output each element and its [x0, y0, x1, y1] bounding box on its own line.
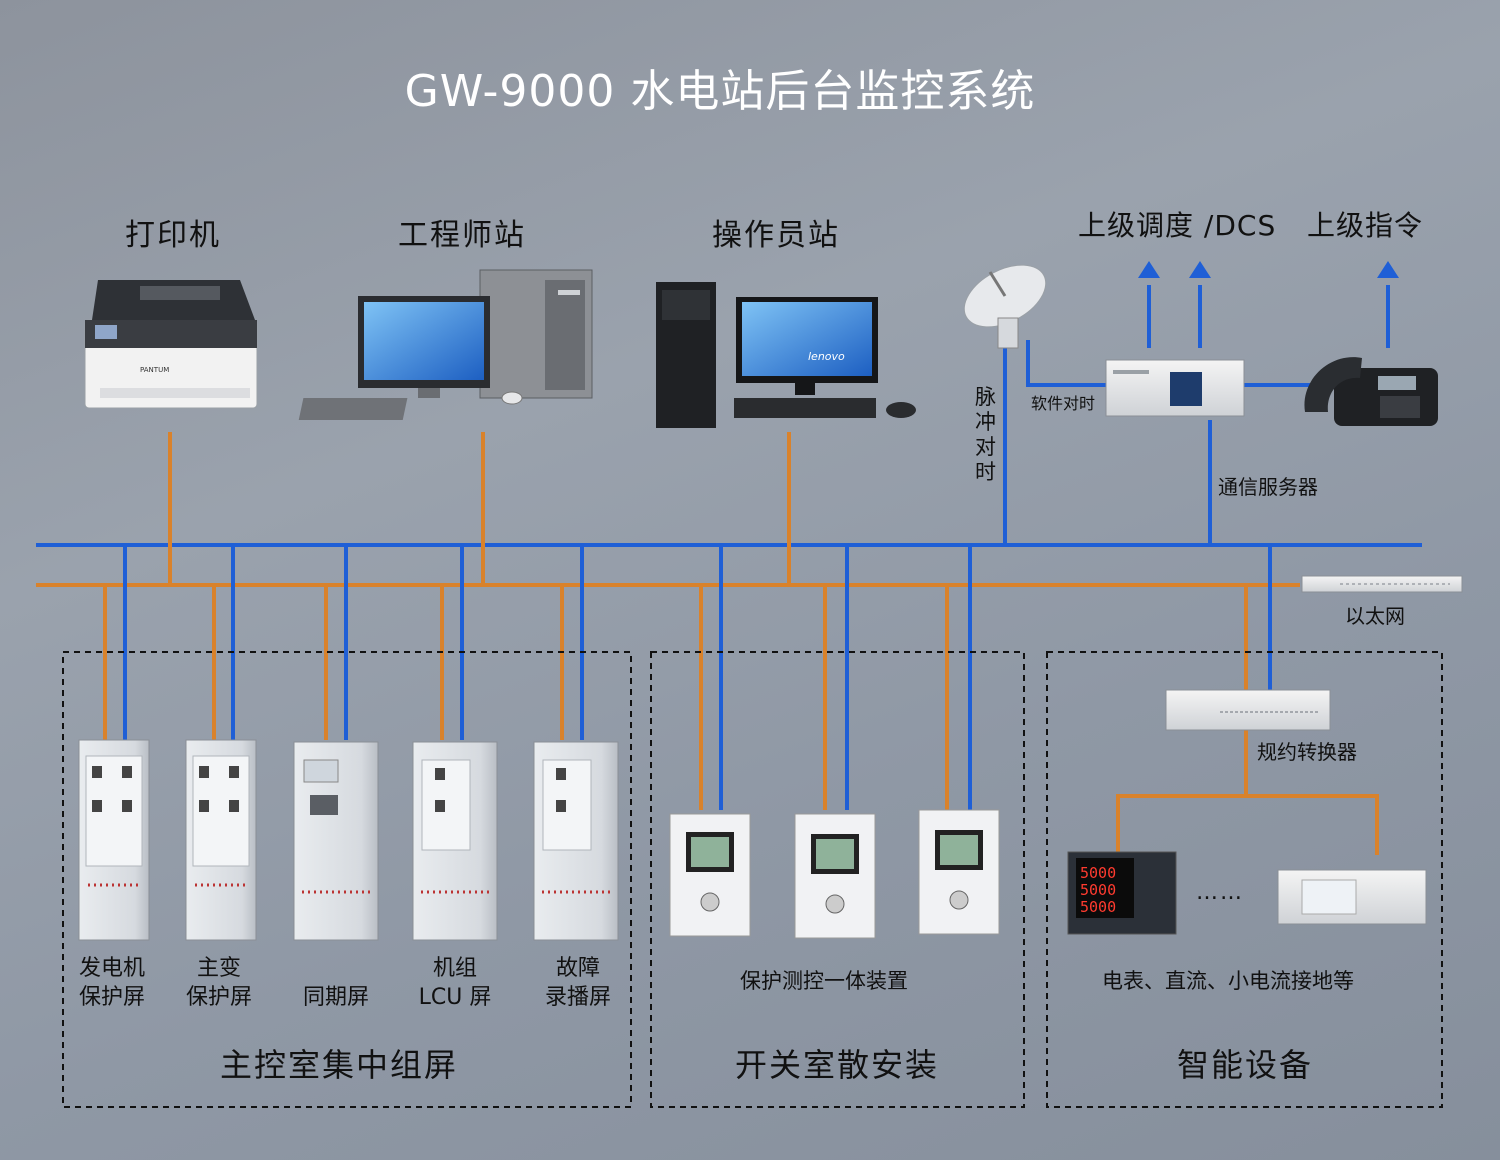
operator-station-label: 操作员站 [712, 218, 840, 253]
panel-label-line2: LCU 屏 [418, 985, 492, 1010]
panel-label-line1: 机组 [432, 956, 477, 981]
panel-label-sync: 同期屏 [294, 954, 378, 1012]
protection-device-label: 保护测控一体装置 [740, 969, 908, 993]
panel-label-generator: 发电机 保护屏 [70, 954, 154, 1012]
panel-label-line1: 发电机 [78, 956, 145, 981]
smart-device-box [1046, 651, 1443, 1108]
switch-room-group-label: 开关室散安装 [735, 1046, 940, 1084]
printer-icon: PANTUM [84, 280, 258, 409]
smart-devices-label: 电表、直流、小电流接地等 [1102, 969, 1354, 993]
dc-device-icon [1277, 869, 1427, 925]
dispatch-label: 上级调度 /DCS [1078, 209, 1277, 242]
panel-label-line1: 故障 [555, 956, 600, 981]
unit-lcu-cabinet [412, 741, 498, 941]
panel-label-line2: 保护屏 [185, 985, 252, 1010]
engineer-workstation-icon [298, 269, 593, 420]
operator-workstation-icon: lenovo [656, 282, 916, 428]
ethernet-label: 以太网 [1345, 604, 1405, 628]
printer-brand-text: PANTUM [140, 366, 169, 374]
panel-label-line1 [294, 954, 378, 983]
panel-label-recorder: 故障 录播屏 [536, 954, 620, 1012]
synchronization-cabinet [293, 741, 379, 941]
meter-reading-3: 5000 [1080, 898, 1116, 916]
panel-label-line2: 同期屏 [302, 985, 369, 1010]
protocol-converter-icon [1165, 689, 1331, 731]
software-sync-label: 软件对时 [1031, 394, 1096, 413]
protection-control-unit-2 [794, 813, 876, 939]
panel-label-line1: 主变 [196, 956, 241, 981]
switch-room-box [650, 651, 1025, 1108]
top-orange-links [168, 432, 791, 585]
device-ellipsis: …… [1196, 880, 1244, 905]
comm-server-icon [1105, 359, 1245, 417]
satellite-dish-icon [963, 264, 1047, 349]
up-arrows [1138, 261, 1399, 278]
ethernet-switch-icon [1301, 575, 1463, 593]
meter-reading-1: 5000 [1080, 864, 1116, 882]
protocol-converter-label: 规约转换器 [1257, 740, 1357, 764]
protection-control-unit-3 [918, 809, 1000, 935]
protection-control-unit-1 [669, 813, 751, 937]
panel-label-line2: 录播屏 [544, 985, 611, 1010]
generator-protection-cabinet [78, 739, 150, 941]
device-drops [103, 545, 1379, 855]
printer-label: 打印机 [125, 218, 221, 253]
main-control-group-label: 主控室集中组屏 [220, 1046, 459, 1084]
panel-label-line2: 保护屏 [78, 985, 145, 1010]
command-label: 上级指令 [1307, 209, 1424, 242]
page-title: GW-9000 水电站后台监控系统 [404, 66, 1036, 117]
pulse-sync-label: 脉冲对时 [975, 385, 996, 484]
power-meter-icon: 5000 5000 5000 [1067, 851, 1177, 935]
comm-server-label: 通信服务器 [1218, 475, 1318, 499]
panel-label-lcu: 机组 LCU 屏 [413, 954, 497, 1012]
telephone-icon [1304, 357, 1438, 426]
panel-label-transformer: 主变 保护屏 [177, 954, 261, 1012]
meter-reading-2: 5000 [1080, 881, 1116, 899]
main-control-box [62, 651, 632, 1108]
main-transformer-protection-cabinet [185, 739, 257, 941]
engineer-station-label: 工程师站 [398, 218, 526, 253]
comm-links [1003, 285, 1390, 545]
fault-recorder-cabinet [533, 741, 619, 941]
smart-device-group-label: 智能设备 [1177, 1046, 1314, 1084]
monitor-brand-text: lenovo [808, 350, 845, 363]
